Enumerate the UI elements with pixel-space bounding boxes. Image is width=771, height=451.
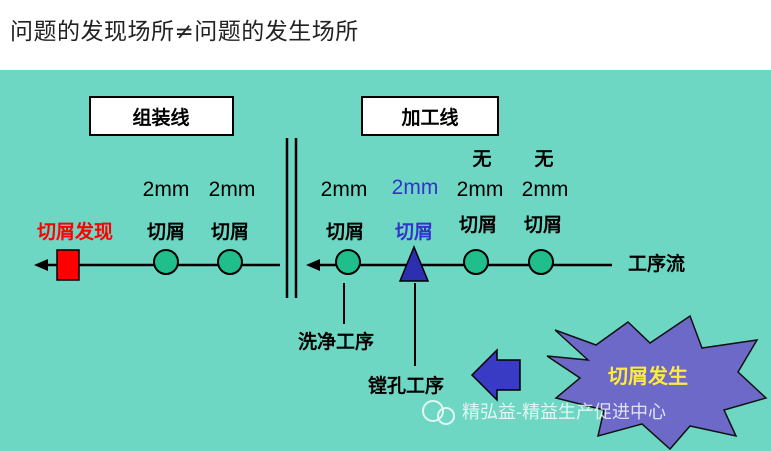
none-label-1: 无 xyxy=(472,148,491,170)
chat-bubble-icon xyxy=(422,400,444,422)
processing-flow-arrowhead xyxy=(306,259,320,271)
found-marker xyxy=(56,249,80,281)
processing-size-label-4: 2mm xyxy=(522,178,569,201)
processing-line-box: 加工线 xyxy=(361,96,499,136)
processing-size-label-2: 2mm xyxy=(392,176,439,199)
processing-chip-node-4 xyxy=(528,249,554,275)
chat-bubble-icon-2 xyxy=(437,407,455,425)
assembly-chip-node-1 xyxy=(153,249,179,275)
processing-chip-label-4: 切屑 xyxy=(524,214,562,236)
assembly-chip-node-2 xyxy=(217,249,243,275)
wash-process-label: 洗净工序 xyxy=(298,330,374,353)
processing-size-label-1: 2mm xyxy=(321,178,368,201)
bore-process-label: 镗孔工序 xyxy=(368,374,444,397)
assembly-line-box: 组装线 xyxy=(89,96,234,136)
assembly-line-label: 组装线 xyxy=(132,106,189,129)
none-label-2: 无 xyxy=(534,148,553,170)
assembly-chip-label-2: 切屑 xyxy=(211,221,249,243)
assembly-chip-label-1: 切屑 xyxy=(147,221,185,243)
origin-triangle-marker xyxy=(398,245,430,282)
assembly-flow-arrowhead xyxy=(34,259,48,271)
process-flow-label: 工序流 xyxy=(628,252,685,275)
burst-icon xyxy=(546,314,768,451)
big-left-arrow-icon xyxy=(470,348,521,402)
found-label: 切屑发现 xyxy=(37,220,113,243)
processing-chip-label-1: 切屑 xyxy=(326,221,364,243)
processing-chip-label-3: 切屑 xyxy=(459,214,497,236)
burst-label: 切屑发生 xyxy=(608,364,688,388)
processing-chip-node-3 xyxy=(463,249,489,275)
processing-size-label-3: 2mm xyxy=(457,178,504,201)
assembly-size-label-1: 2mm xyxy=(143,178,190,201)
watermark: 精弘益-精益生产促进中心 xyxy=(422,400,666,425)
page-title: 问题的发现场所≠问题的发生场所 xyxy=(10,19,359,45)
processing-chip-node-1 xyxy=(335,249,361,275)
assembly-size-label-2: 2mm xyxy=(209,178,256,201)
processing-chip-label-2: 切屑 xyxy=(395,221,433,243)
watermark-text: 精弘益-精益生产促进中心 xyxy=(462,402,666,422)
processing-line-label: 加工线 xyxy=(400,106,458,129)
